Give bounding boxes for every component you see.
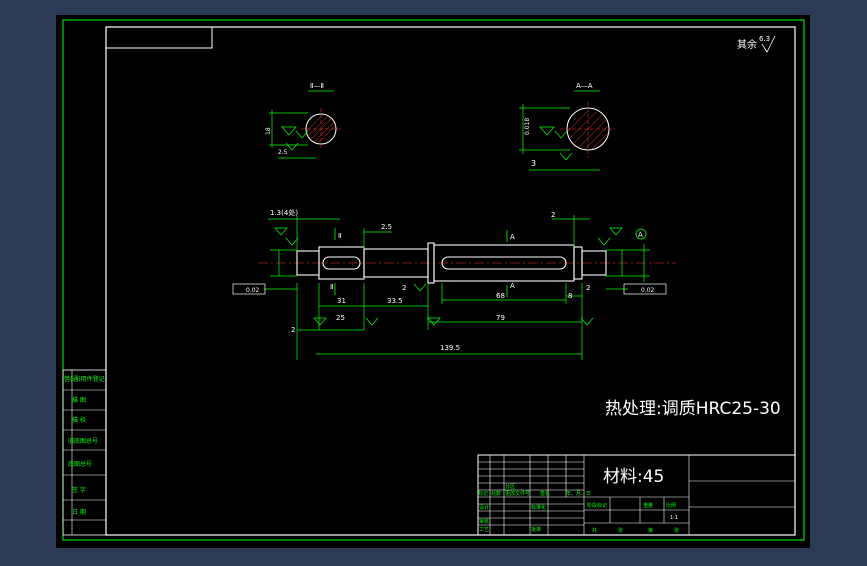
dim-3: 3: [531, 159, 536, 168]
tb-scale: 比例: [666, 502, 676, 509]
strip-label-0: 借(通)用件登记: [64, 375, 105, 383]
tb-scale-value: 1:1: [670, 515, 678, 521]
dim-2-5-left: 2.5: [278, 149, 288, 156]
roughness-note: 其余: [737, 38, 757, 51]
dim-2-left: 2: [291, 326, 295, 334]
left-strip: 借(通)用件登记 描 图 描 校 旧底图总号 底图总号 签 字 日 期: [62, 369, 107, 536]
datum-circle-icon: [635, 228, 647, 240]
dim-68: 68: [496, 292, 505, 300]
dim-8: 8: [568, 292, 572, 300]
material-label: 材料:45: [603, 467, 664, 487]
dim-79: 79: [496, 314, 505, 322]
code-box: [105, 26, 213, 49]
dim-33-5: 33.5: [387, 297, 403, 305]
tb-process: 工艺: [479, 527, 489, 533]
tolerance-frame-right: [623, 283, 667, 295]
heat-treatment-note: 热处理:调质HRC25-30: [605, 399, 781, 419]
cut-II-top: Ⅱ: [338, 232, 341, 240]
tb-approve: 批准: [531, 526, 541, 533]
strip-label-6: 日 期: [72, 508, 86, 516]
cut-II-bottom: Ⅱ: [330, 283, 333, 291]
strip-label-5: 签 字: [72, 486, 86, 494]
tb-zhang-1: 张: [618, 527, 623, 534]
dim-25: 25: [336, 314, 345, 322]
tolerance-frame-left: [232, 283, 266, 295]
tb-label-sign: 签名: [540, 490, 550, 497]
tb-sheet: 第: [648, 527, 653, 534]
dimension-lines: [264, 215, 650, 360]
tb-zhang-2: 张: [674, 527, 679, 534]
roughness-symbol-icon: [761, 35, 776, 53]
roughness-value: 6.3: [759, 35, 770, 43]
dim-18: 18: [265, 127, 272, 135]
sheet-outer-border: [62, 19, 805, 541]
datum-A-label: A: [638, 231, 643, 239]
strip-label-3: 旧底图总号: [68, 437, 98, 445]
dim-1-3: 1.3(4处): [270, 208, 298, 217]
strip-label-2: 描 校: [72, 416, 86, 424]
tb-label-date: 年、月、日: [566, 490, 591, 497]
dim-2-top: 2: [551, 211, 555, 219]
sheet-inner-border: [105, 26, 796, 536]
tb-weight: 重量: [643, 502, 653, 509]
dim-31: 31: [337, 297, 346, 305]
section-label-II: Ⅱ—Ⅱ: [310, 82, 324, 90]
tb-label-count: 处数: [491, 490, 501, 497]
tb-standard: 标准化: [531, 504, 546, 511]
dim-tol-018: 0.018: [524, 118, 531, 135]
tb-design: 设计: [479, 504, 489, 511]
tolerance-value-left: 0.02: [246, 287, 260, 294]
tb-label-zone: 分区: [505, 483, 515, 490]
dim-2-5-top: 2.5: [381, 223, 392, 231]
drawing-sheet-background: [56, 15, 810, 548]
tb-label-mark: 标记: [478, 490, 488, 497]
tb-sheets: 共: [592, 527, 597, 534]
strip-label-1: 描 图: [72, 396, 86, 404]
tb-stage-mark: 阶段标记: [587, 502, 607, 509]
dim-2-right: 2: [586, 284, 590, 292]
dim-139-5: 139.5: [440, 344, 460, 352]
shaft-main-view: Ⅱ Ⅱ A A: [258, 228, 676, 297]
tb-label-file: 更改文件号: [505, 490, 530, 497]
title-block: 标记 处数 分区 更改文件号 签名 年、月、日 设计 标准化 审核 工艺 批准 …: [477, 454, 796, 536]
strip-label-4: 底图总号: [68, 460, 92, 468]
section-label-A: A—A: [576, 82, 593, 90]
cut-A-top: A: [510, 233, 515, 241]
tb-check: 审核: [479, 518, 489, 525]
dim-2-mid: 2: [402, 284, 406, 292]
cut-A-bottom: A: [510, 282, 515, 290]
tolerance-value-right: 0.02: [641, 287, 655, 294]
